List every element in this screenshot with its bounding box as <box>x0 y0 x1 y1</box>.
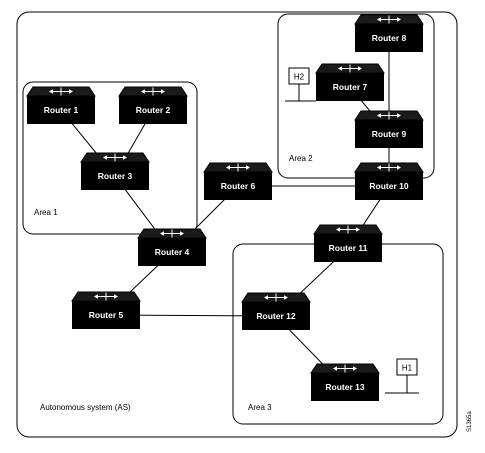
router-arrows-icon <box>264 293 288 302</box>
router-2-label: Router 2 <box>136 105 171 115</box>
router-arrows-icon <box>377 163 401 172</box>
router-8[interactable]: Router 8 <box>354 14 424 52</box>
router-arrows-icon <box>377 111 401 120</box>
router-body <box>138 238 206 266</box>
router-10[interactable]: Router 10 <box>354 162 424 200</box>
router-3-label: Router 3 <box>98 171 133 181</box>
host-h1-label: H1 <box>402 364 413 373</box>
area-1-boundary <box>22 81 198 235</box>
router-body <box>27 96 95 124</box>
router-body <box>119 96 187 124</box>
autonomous-system-boundary <box>16 11 458 438</box>
router-6[interactable]: Router 6 <box>203 162 273 200</box>
host-h2: H2 <box>285 67 316 102</box>
router-1-label: Router 1 <box>44 105 79 115</box>
router-5[interactable]: Router 5 <box>71 291 141 329</box>
router-body <box>314 234 382 262</box>
router-6-label: Router 6 <box>221 181 256 191</box>
router-12[interactable]: Router 12 <box>241 292 311 330</box>
router-9[interactable]: Router 9 <box>354 110 424 148</box>
router-arrows-icon <box>333 364 357 373</box>
router-arrows-icon <box>49 87 73 96</box>
router-12-label: Router 12 <box>256 311 295 321</box>
router-7[interactable]: Router 7 <box>315 63 385 101</box>
router-body <box>72 301 140 329</box>
router-7-label: Router 7 <box>333 82 368 92</box>
host-h2-label: H2 <box>294 73 305 82</box>
router-1[interactable]: Router 1 <box>26 86 96 124</box>
router-3[interactable]: Router 3 <box>80 152 150 190</box>
router-body <box>311 373 379 401</box>
router-10-label: Router 10 <box>369 181 408 191</box>
router-body <box>204 172 272 200</box>
router-arrows-icon <box>160 229 184 238</box>
router-body <box>355 24 423 52</box>
area-1-label: Area 1 <box>34 208 58 217</box>
router-arrows-icon <box>141 87 165 96</box>
router-body <box>316 73 384 101</box>
router-body <box>355 120 423 148</box>
router-13[interactable]: Router 13 <box>310 363 380 401</box>
routers-layer: Router 1 Router 2 Router 3 Router 4 Router 5… <box>26 14 424 401</box>
router-8-label: Router 8 <box>372 33 407 43</box>
host-h2-box <box>288 67 310 85</box>
area-2-label: Area 2 <box>289 154 313 163</box>
router-9-label: Router 9 <box>372 129 407 139</box>
router-body <box>81 162 149 190</box>
figure-id: S1365a <box>467 411 473 432</box>
router-11-label: Router 11 <box>329 243 368 253</box>
router-4[interactable]: Router 4 <box>137 228 207 266</box>
router-arrows-icon <box>336 225 360 234</box>
router-body <box>355 172 423 200</box>
router-5-label: Router 5 <box>89 310 124 320</box>
router-arrows-icon <box>94 292 118 301</box>
router-2[interactable]: Router 2 <box>118 86 188 124</box>
host-h1-box <box>396 358 418 376</box>
router-4-label: Router 4 <box>155 247 190 257</box>
area-3-label: Area 3 <box>248 403 272 412</box>
router-arrows-icon <box>338 64 362 73</box>
router-11[interactable]: Router 11 <box>313 224 383 262</box>
router-arrows-icon <box>226 163 250 172</box>
autonomous-system-label: Autonomous system (AS) <box>40 403 131 412</box>
router-arrows-icon <box>377 15 401 24</box>
host-h1: H1 <box>385 358 419 394</box>
router-arrows-icon <box>103 153 127 162</box>
router-13-label: Router 13 <box>325 382 364 392</box>
router-body <box>242 302 310 330</box>
